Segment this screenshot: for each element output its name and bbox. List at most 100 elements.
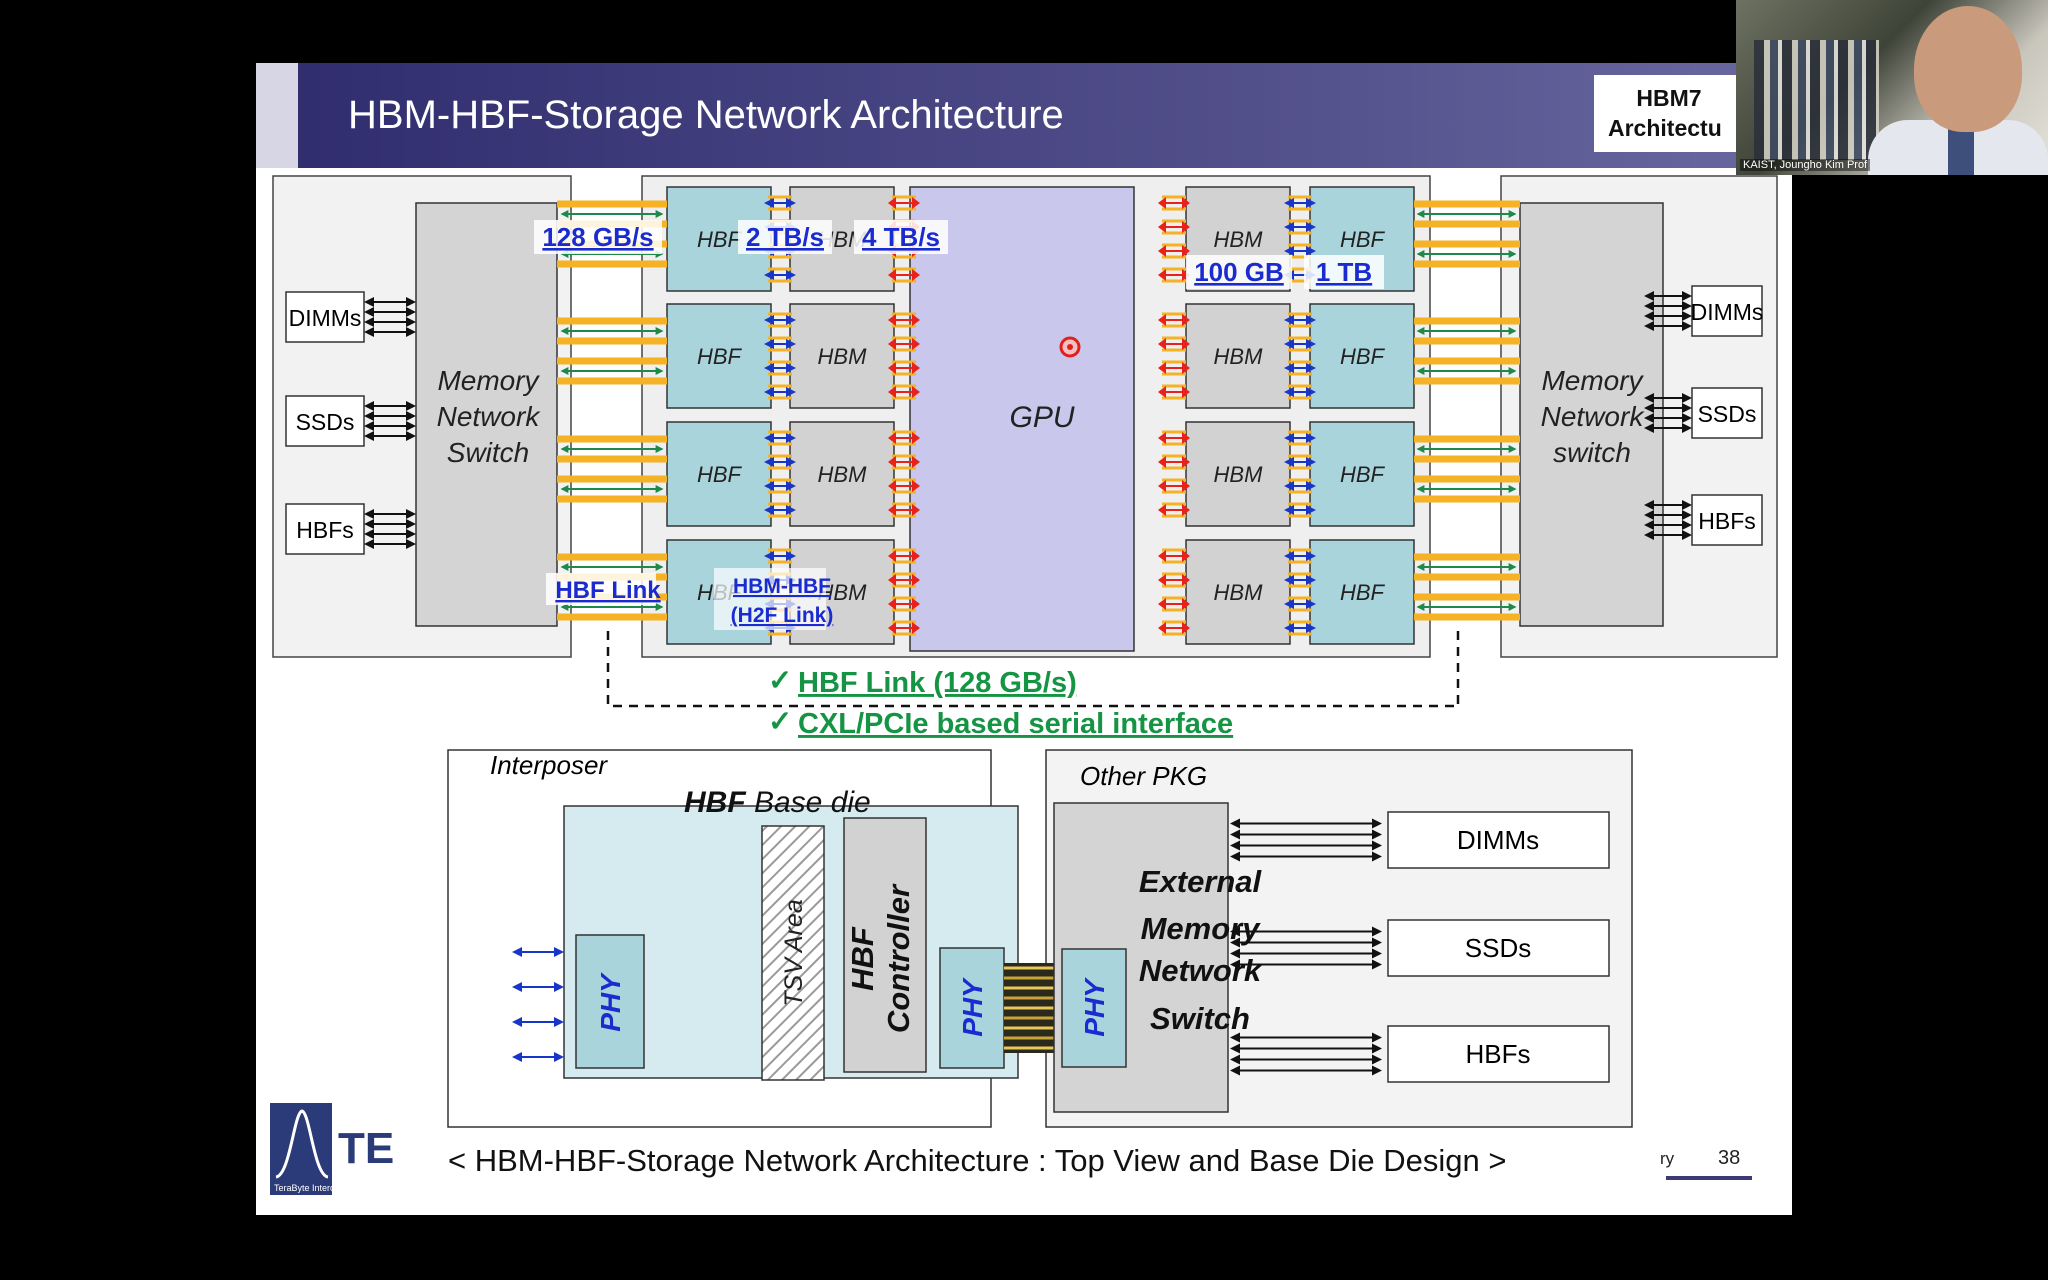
phy-switch-label: PHY bbox=[1079, 977, 1110, 1037]
right-gpu-link-2-arrow bbox=[1158, 338, 1190, 350]
phy-left bbox=[575, 934, 645, 1069]
left-gpu-link-2-arrow bbox=[888, 338, 920, 350]
slide-title: HBM-HBF-Storage Network Architecture bbox=[348, 93, 1064, 137]
phy-controller-label: PHY bbox=[957, 977, 988, 1037]
memory-links bbox=[557, 195, 1520, 636]
label-bg-128 bbox=[534, 220, 662, 254]
tsv-area bbox=[761, 825, 825, 1081]
left-hbm-label-3: HBM bbox=[818, 462, 868, 487]
left-dimms-box bbox=[285, 291, 365, 343]
label-1tb: 1 TB bbox=[1316, 257, 1372, 287]
left-gpu-link-2-arrow bbox=[888, 386, 920, 398]
webcam-person-tie bbox=[1948, 128, 1974, 175]
controller-label-line1: HBF bbox=[845, 926, 880, 991]
label-h2f-line1: HBM-HBF bbox=[733, 575, 831, 598]
hbf-controller bbox=[843, 817, 927, 1073]
right-hbf-label-4: HBF bbox=[1340, 580, 1386, 605]
label-bg-h2f bbox=[714, 568, 826, 630]
tsv-area-label: TSV Area bbox=[780, 899, 808, 1007]
label-4tbs: 4 TB/s bbox=[862, 222, 940, 252]
right-gpu-link-3-arrow bbox=[1158, 432, 1190, 444]
right-hbm-label-1: HBM bbox=[1214, 227, 1264, 252]
label-bg-100gb bbox=[1186, 255, 1292, 289]
external-switch-line1: External bbox=[1139, 864, 1263, 899]
left-hbfs-box bbox=[285, 503, 365, 555]
right-gpu-link-1-arrow bbox=[1158, 245, 1190, 257]
right-gpu-link-2-arrow bbox=[1158, 362, 1190, 374]
right-devices: DIMMs SSDs HBFs bbox=[1691, 285, 1764, 546]
base-device-arrows bbox=[1230, 818, 1382, 1076]
note-check-2: ✓ bbox=[768, 706, 792, 738]
corner-label-line2: Architectu bbox=[1608, 115, 1722, 141]
right-hbm-4 bbox=[1185, 539, 1291, 645]
title-band bbox=[256, 63, 1792, 168]
title-accent bbox=[256, 63, 298, 168]
right-hbf-label-3: HBF bbox=[1340, 462, 1386, 487]
right-hbf-2 bbox=[1309, 303, 1415, 409]
note-cxl-pcie: CXL/PCIe based serial interface bbox=[798, 708, 1233, 740]
phy-left-label: PHY bbox=[595, 972, 626, 1032]
left-gpu-link-4-arrow bbox=[888, 622, 920, 634]
base-hbfs-label: HBFs bbox=[1466, 1039, 1531, 1069]
bandwidth-labels: 128 GB/s 2 TB/s 4 TB/s 100 GB 1 TB HBF L… bbox=[534, 220, 1384, 630]
external-switch-line2: Memory bbox=[1141, 911, 1262, 946]
webcam-video-feed: KAIST, Joungho Kim Prof bbox=[1736, 0, 2048, 175]
left-devices: DIMMs SSDs HBFs bbox=[285, 291, 365, 555]
label-hbf-link: HBF Link bbox=[555, 577, 661, 604]
left-gpu-link-4-arrow bbox=[888, 550, 920, 562]
logo-wordmark: TE bbox=[338, 1124, 394, 1173]
slide-caption: < HBM-HBF-Storage Network Architecture :… bbox=[448, 1143, 1507, 1178]
left-memory-network-switch bbox=[415, 202, 558, 627]
base-die-bold: HBF bbox=[684, 786, 746, 819]
right-gpu-link-1-arrow bbox=[1158, 221, 1190, 233]
label-128gbs: 128 GB/s bbox=[542, 222, 653, 252]
external-switch-line4: Switch bbox=[1150, 1001, 1250, 1036]
phy-switch bbox=[1061, 948, 1127, 1068]
terabyte-logo: TE TeraByte Interconnection ar bbox=[270, 1103, 440, 1195]
left-hbfs-label: HBFs bbox=[296, 517, 354, 543]
corner-label: HBM7 Architectu bbox=[1594, 75, 1744, 152]
left-gpu-link-2-arrow bbox=[888, 362, 920, 374]
footer-underline bbox=[1666, 1176, 1752, 1180]
left-hbf-3 bbox=[666, 421, 772, 527]
note-hbf-link: HBF Link (128 GB/s) bbox=[798, 667, 1077, 699]
label-bg-hbflink bbox=[546, 573, 656, 605]
right-gpu-link-3-arrow bbox=[1158, 480, 1190, 492]
left-hbf-label-3: HBF bbox=[697, 462, 743, 487]
base-die-label: HBF Base die bbox=[684, 786, 871, 819]
base-dimms-label: DIMMs bbox=[1457, 825, 1539, 855]
base-ssds-label: SSDs bbox=[1465, 933, 1531, 963]
phy-external-arrows bbox=[512, 947, 564, 1062]
left-hbf-label-1: HBF bbox=[697, 227, 743, 252]
left-gpu-link-1-arrow bbox=[888, 269, 920, 281]
label-bg-1tb bbox=[1304, 255, 1384, 289]
controller-label-line2: Controller bbox=[881, 883, 916, 1033]
right-hbfs-box bbox=[1691, 494, 1763, 546]
right-hbm-label-2: HBM bbox=[1214, 344, 1264, 369]
label-bg-2tb bbox=[738, 220, 832, 254]
right-dimms-label: DIMMs bbox=[1691, 299, 1764, 325]
left-hbm-3 bbox=[789, 421, 895, 527]
left-hbf-2 bbox=[666, 303, 772, 409]
gpu-label: GPU bbox=[1009, 401, 1074, 434]
hbf-link-dashed-left bbox=[606, 631, 1458, 708]
right-gpu-link-4-arrow bbox=[1158, 622, 1190, 634]
link-notes: ✓ HBF Link (128 GB/s) ✓ CXL/PCIe based s… bbox=[768, 665, 1233, 740]
laser-pointer-dot bbox=[1067, 344, 1073, 350]
external-switch-line3: Network bbox=[1139, 953, 1263, 988]
interposer-label: Interposer bbox=[490, 750, 608, 780]
label-bg-4tb bbox=[854, 220, 948, 254]
left-gpu-link-3-arrow bbox=[888, 504, 920, 516]
left-gpu-link-3-arrow bbox=[888, 432, 920, 444]
right-dimms-box bbox=[1691, 285, 1763, 337]
webcam-bookshelf bbox=[1754, 40, 1879, 160]
label-h2f-line2: (H2F Link) bbox=[731, 604, 834, 627]
slide: HBM-HBF-Storage Network Architecture HBM… bbox=[256, 63, 1792, 1215]
gpu-die bbox=[909, 186, 1135, 652]
webcam-caption: KAIST, Joungho Kim Prof bbox=[1740, 159, 1871, 171]
right-hbm-3 bbox=[1185, 421, 1291, 527]
left-gpu-link-3-arrow bbox=[888, 456, 920, 468]
